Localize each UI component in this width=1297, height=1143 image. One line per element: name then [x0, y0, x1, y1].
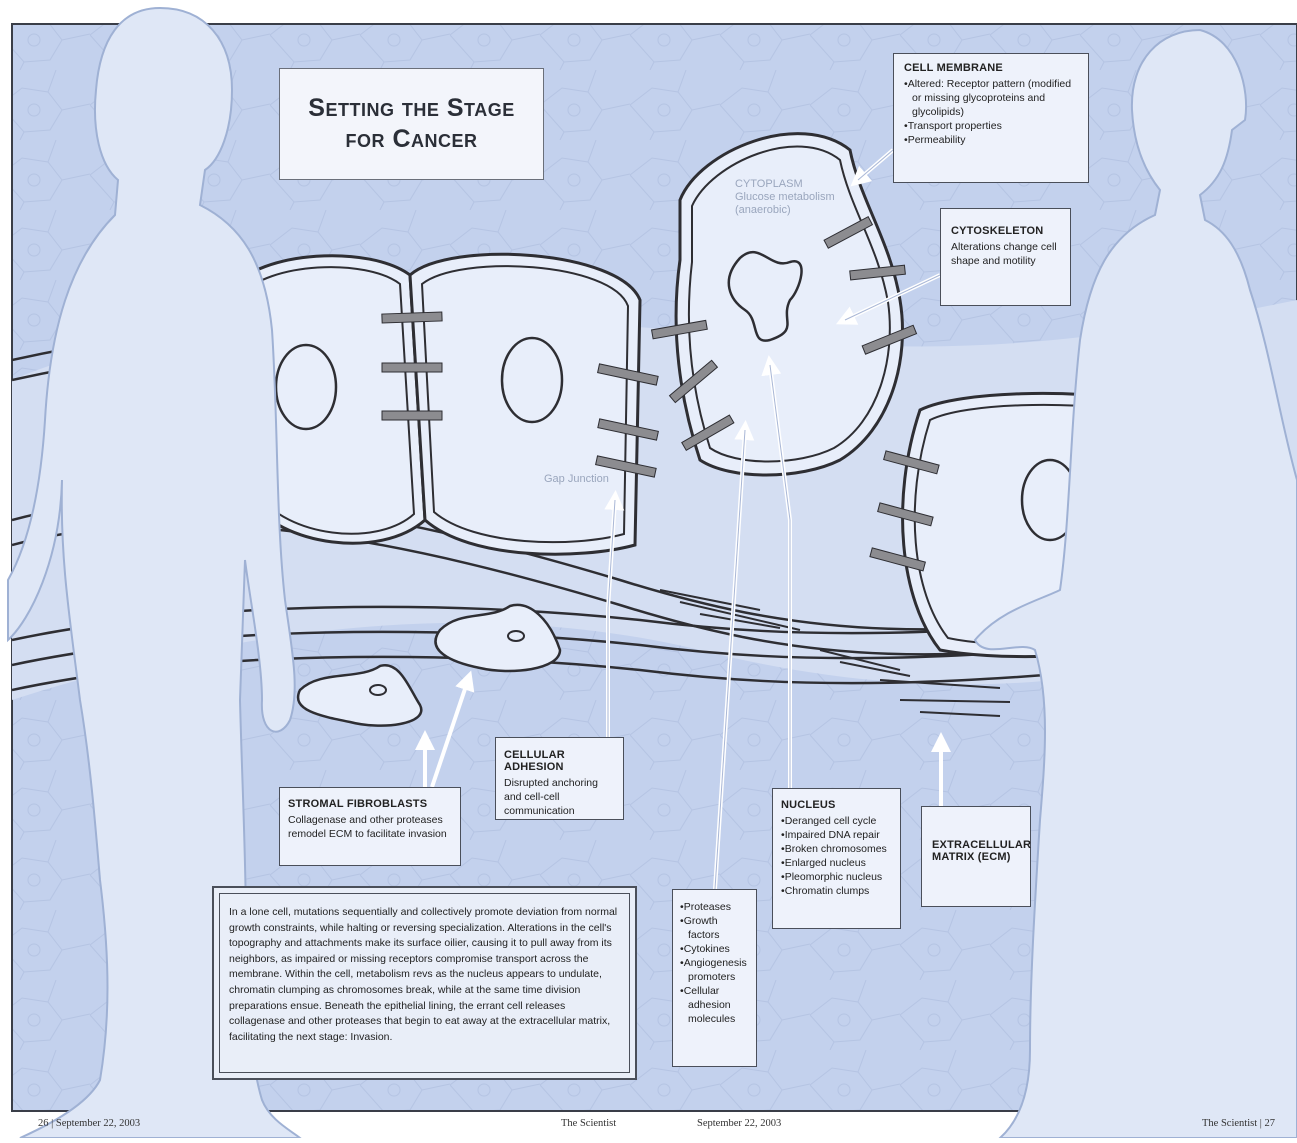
cytoplasm-label-detail-2: (anaerobic): [735, 204, 835, 217]
cytoplasm-label-detail-1: Glucose metabolism: [735, 191, 835, 204]
cellular-adhesion-callout: CELLULAR ADHESION Disrupted anchoring an…: [495, 737, 624, 820]
cytoskeleton-heading: CYTOSKELETON: [951, 225, 1060, 237]
list-item: Chromatin clumps: [781, 884, 892, 898]
ecm-heading-line-2: MATRIX (ECM): [932, 851, 1020, 863]
cell-membrane-list: Altered: Receptor pattern (modified or m…: [904, 77, 1078, 147]
list-item: Transport properties: [904, 119, 1078, 133]
summary-inner-frame: In a lone cell, mutations sequentially a…: [219, 893, 630, 1073]
list-item: Deranged cell cycle: [781, 814, 892, 828]
ecm-heading-line-1: EXTRACELLULAR: [932, 839, 1020, 851]
list-item: Altered: Receptor pattern (modified or m…: [904, 77, 1078, 119]
stromal-fibroblasts-heading: STROMAL FIBROBLASTS: [288, 798, 452, 810]
footer-right: The Scientist | 27: [1202, 1118, 1275, 1129]
list-item: Enlarged nucleus: [781, 856, 892, 870]
list-item: Cytokines: [680, 942, 749, 956]
epithelial-cell-middle: [410, 254, 640, 554]
gap-junction-label: Gap Junction: [544, 473, 609, 485]
footer-center-right: September 22, 2003: [697, 1118, 781, 1129]
nucleus-callout: NUCLEUS Deranged cell cycle Impaired DNA…: [772, 788, 901, 929]
list-item: Angiogenesis promoters: [680, 956, 749, 984]
list-item: Proteases: [680, 900, 749, 914]
cell-membrane-callout: CELL MEMBRANE Altered: Receptor pattern …: [893, 53, 1089, 183]
nucleus-heading: NUCLEUS: [781, 799, 892, 811]
summary-paragraph: In a lone cell, mutations sequentially a…: [229, 905, 620, 1045]
title-box: Setting the Stage for Cancer: [279, 68, 544, 180]
proteases-callout: Proteases Growth factors Cytokines Angio…: [672, 889, 757, 1067]
cellular-adhesion-text: Disrupted anchoring and cell-cell commun…: [504, 776, 615, 818]
list-item: Permeability: [904, 133, 1078, 147]
cytoplasm-label-title: CYTOPLASM: [735, 178, 835, 191]
ecm-callout: EXTRACELLULAR MATRIX (ECM): [921, 806, 1031, 907]
footer-left: 26 | September 22, 2003: [38, 1118, 140, 1129]
list-item: Pleomorphic nucleus: [781, 870, 892, 884]
cell-membrane-heading: CELL MEMBRANE: [904, 62, 1078, 74]
footer-center-left: The Scientist: [561, 1118, 616, 1129]
nucleus-list: Deranged cell cycle Impaired DNA repair …: [781, 814, 892, 898]
summary-box: In a lone cell, mutations sequentially a…: [212, 886, 637, 1080]
list-item: Cellular adhesion molecules: [680, 984, 749, 1026]
list-item: Growth factors: [680, 914, 749, 942]
cytoskeleton-text: Alterations change cell shape and motili…: [951, 240, 1060, 268]
list-item: Impaired DNA repair: [781, 828, 892, 842]
list-item: Broken chromosomes: [781, 842, 892, 856]
cytoskeleton-callout: CYTOSKELETON Alterations change cell sha…: [940, 208, 1071, 306]
cellular-adhesion-heading: CELLULAR ADHESION: [504, 749, 615, 773]
stromal-fibroblasts-callout: STROMAL FIBROBLASTS Collagenase and othe…: [279, 787, 461, 866]
proteases-list: Proteases Growth factors Cytokines Angio…: [680, 900, 749, 1026]
stromal-fibroblasts-text: Collagenase and other proteases remodel …: [288, 813, 452, 841]
title-line-2: for Cancer: [346, 124, 478, 155]
cytoplasm-label: CYTOPLASM Glucose metabolism (anaerobic): [735, 178, 835, 217]
title-line-1: Setting the Stage: [308, 93, 514, 124]
